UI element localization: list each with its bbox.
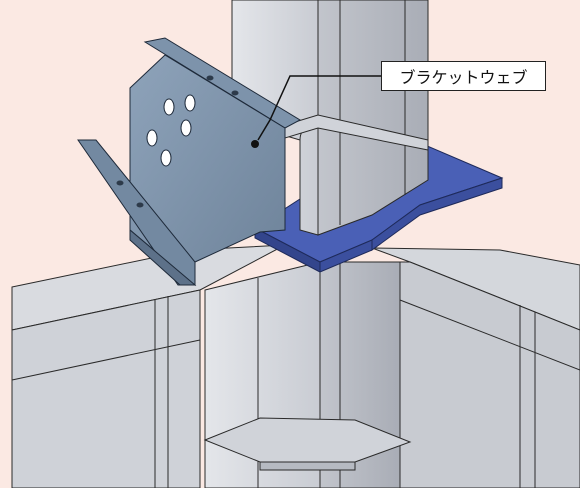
bolt-hole bbox=[163, 98, 175, 116]
diaphragm-plate-right-edge bbox=[371, 177, 503, 251]
lower-diaphragm-edge bbox=[259, 461, 356, 471]
callout-leader-line bbox=[257, 75, 381, 141]
bolt-hole bbox=[136, 202, 144, 208]
bolt-hole bbox=[116, 180, 124, 186]
left-beam-web bbox=[11, 289, 201, 488]
bolt-hole bbox=[160, 149, 172, 167]
upper-column-side-face bbox=[317, 0, 429, 236]
bolt-hole bbox=[184, 94, 196, 112]
bracket-web-edge bbox=[129, 228, 197, 286]
left-beam-edge bbox=[11, 339, 201, 381]
callout-pointer-dot bbox=[251, 140, 259, 148]
bolt-hole bbox=[180, 119, 192, 137]
right-beam-top-flange bbox=[371, 247, 580, 331]
bracket-web-callout-label: ブラケットウェブ bbox=[381, 61, 546, 91]
bolt-hole bbox=[206, 75, 214, 81]
bolt-hole bbox=[231, 90, 239, 96]
bolt-hole bbox=[146, 129, 158, 147]
right-beam-edge bbox=[399, 299, 580, 371]
